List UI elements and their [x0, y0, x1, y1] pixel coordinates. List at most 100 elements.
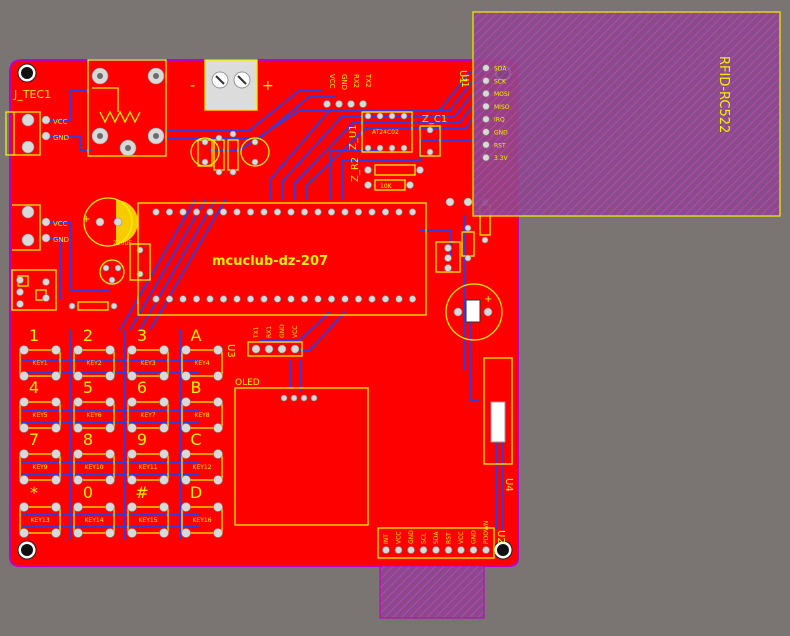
bottom-header-pin-label: SCL [421, 532, 428, 544]
mcu-pin [192, 295, 201, 303]
rfid-pin-label: MISO [494, 104, 510, 111]
keypad-key-ref: KEY4 [194, 360, 209, 367]
bottom-header-pin [432, 546, 440, 554]
svg-text:U1: U1 [457, 70, 468, 84]
mcu-pin [219, 295, 228, 303]
mcu-pin [152, 208, 160, 216]
keypad-key[interactable]: *KEY13 [19, 483, 61, 538]
u2-ref: U2 [495, 530, 506, 544]
keypad-key-ref: KEY16 [192, 517, 211, 524]
keypad-key[interactable]: D KEY16 [181, 483, 223, 538]
power-vcc-label: VCC [53, 220, 68, 228]
svg-text:U3: U3 [225, 344, 236, 358]
bottom-header-pin [469, 546, 478, 554]
resistor-value-label: 10K [380, 183, 393, 190]
mcu-pin [341, 295, 349, 303]
bottom-header-pin [444, 546, 453, 554]
rfid-pin [482, 89, 490, 98]
mcu-pin [246, 208, 255, 216]
header-top-pin [359, 100, 367, 108]
capacitor-z-c1: Z_C1 [419, 114, 447, 157]
mcu-pin [287, 208, 295, 216]
mcu-pin [179, 295, 187, 303]
svg-text:+: + [262, 78, 274, 94]
bottom-header-pin [419, 546, 428, 554]
keypad-key-ref: KEY1 [32, 360, 47, 367]
j-tec1-connector: J_TEC1 VCC GND [5, 88, 69, 156]
keypad-key-symbol: * [30, 483, 38, 502]
buzzer: + [445, 283, 503, 341]
mcu-pin [300, 295, 309, 303]
keypad-key-symbol: 2 [83, 326, 93, 345]
mcu-pin [408, 208, 417, 216]
bottom-header-pin-label: VCC [396, 532, 403, 544]
rfid-pin-label: 3.3V [494, 155, 509, 162]
keypad-key-symbol: 7 [29, 430, 39, 449]
power-connector: VCC GND [12, 204, 69, 251]
mcu-pin [327, 295, 336, 303]
mcu-pin [395, 295, 403, 303]
mcu-pin [300, 208, 309, 216]
mcu-pin [260, 295, 268, 303]
rfid-pin-label: GND [494, 130, 508, 137]
keypad-key-ref: KEY2 [86, 360, 101, 367]
mcu-pin [246, 295, 255, 303]
mcu-pin [395, 208, 403, 216]
keypad-key-ref: KEY6 [86, 412, 101, 419]
eeprom-pin [364, 112, 372, 120]
eeprom-pin [400, 144, 408, 152]
j-tec1-ref: J_TEC1 [13, 88, 51, 101]
mcu-pin [273, 208, 282, 216]
mcu-pin [408, 295, 417, 303]
bottom-header-pin [382, 546, 390, 554]
bottom-header-pin-label: SDA [433, 531, 440, 544]
bottom-header-pin [394, 546, 403, 554]
u4-ref: U4 [503, 478, 514, 492]
oled-label: OLED [235, 378, 260, 388]
keypad-key-ref: KEY9 [32, 464, 47, 471]
header-mid-pin [277, 344, 287, 354]
z-c1-ref: Z_C1 [422, 114, 447, 125]
rfid-pin [482, 154, 490, 162]
svg-text:+: + [484, 294, 492, 305]
keypad-key[interactable]: #KEY15 [127, 483, 169, 538]
keypad-key-ref: KEY7 [140, 412, 155, 419]
bottom-header-pin [482, 546, 490, 554]
rfid-pin [482, 128, 490, 136]
header-top-pin [347, 100, 355, 108]
header-mid-pin-label: RX1 [266, 326, 273, 338]
rfid-pin-label: SCK [494, 78, 507, 85]
mcu-pin [152, 295, 160, 303]
keypad-key-symbol: D [190, 483, 202, 502]
terminal-block: + - [190, 59, 274, 111]
bottom-header-pin-label: RST [446, 532, 453, 544]
power-switch [11, 269, 57, 311]
mcu-pin [327, 208, 336, 216]
bottom-header-pin-label: VCC [458, 532, 465, 544]
keypad-key-ref: KEY12 [192, 464, 211, 471]
header-top-pin [335, 100, 343, 108]
mcu-pin [314, 295, 322, 303]
eeprom-chip-label: AT24C02 [372, 129, 399, 136]
keypad-key-symbol: 4 [29, 378, 39, 397]
rfid-pin [482, 141, 490, 149]
keypad-key-symbol: 8 [83, 430, 93, 449]
